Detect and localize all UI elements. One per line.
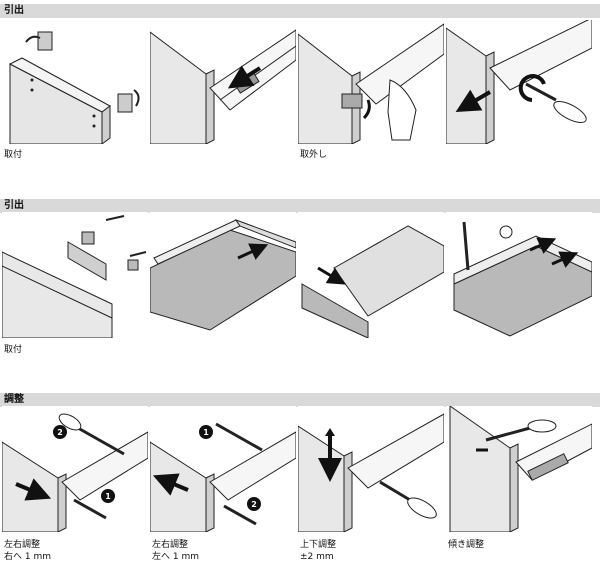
caption-3-1-line2: 右へ 1 mm (4, 552, 51, 562)
diagram-panel-1-2 (150, 20, 296, 144)
diagram-panel-3-2: 1 2 (150, 406, 296, 532)
section-header-3: 調整 (0, 393, 600, 407)
step-marker-2: 2 (57, 428, 63, 437)
section-title-1: 引出 (4, 5, 24, 16)
caption-3-4-line1: 傾き調整 (448, 540, 485, 550)
diagram-panel-2-4 (446, 212, 592, 338)
diagram-panel-2-2 (150, 212, 296, 338)
caption-3-2-line1: 左右調整 (152, 540, 189, 550)
diagram-panel-2-3 (298, 212, 444, 338)
caption-1-3: 取外し (300, 150, 328, 160)
caption-3-1-line1: 左右調整 (4, 540, 41, 550)
diagram-panel-3-3 (298, 406, 444, 532)
section-title-3: 調整 (4, 394, 24, 405)
diagram-panel-2-1 (2, 212, 148, 338)
step-marker-1: 1 (105, 492, 111, 501)
diagram-panel-1-4 (446, 20, 592, 144)
diagram-panel-1-1 (2, 20, 148, 144)
caption-3-3-line1: 上下調整 (300, 540, 337, 550)
diagram-panel-1-3 (298, 20, 444, 144)
caption-1-1: 取付 (4, 150, 23, 160)
diagram-panel-3-4 (446, 406, 592, 532)
section-title-2: 引出 (4, 200, 24, 211)
step-marker-2: 2 (251, 500, 257, 509)
caption-3-3-line2: ±2 mm (300, 552, 334, 562)
section-header-1: 引出 (0, 4, 600, 18)
diagram-panel-3-1: 2 1 (2, 406, 148, 532)
step-marker-1: 1 (203, 428, 209, 437)
section-header-2: 引出 (0, 199, 600, 213)
caption-3-2-line2: 左へ 1 mm (152, 552, 199, 562)
caption-2-1: 取付 (4, 345, 23, 355)
